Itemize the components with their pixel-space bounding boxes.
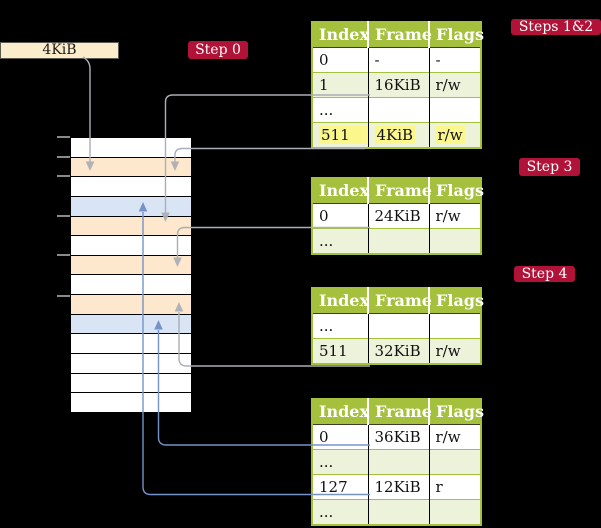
cell-frame: 12KiB: [368, 474, 430, 500]
memory-frame-free: [71, 392, 191, 412]
cell-frame: [368, 228, 430, 254]
cell-flags: [429, 314, 481, 339]
memory-frame-free: [71, 176, 191, 196]
cell-flags: [429, 97, 481, 123]
cell-flags: [429, 499, 481, 525]
table-row: ...: [312, 499, 481, 525]
memory-tick-mark: [57, 215, 70, 217]
physical-memory-column: [70, 137, 192, 413]
table-row: ...: [312, 313, 481, 339]
memory-tick-mark: [57, 295, 70, 297]
memory-frame-page-table: [71, 254, 191, 275]
cell-frame: [368, 449, 430, 475]
badge-step-0: Step 0: [188, 41, 248, 59]
memory-frame-page-table: [71, 294, 191, 314]
cell-flags: r/w: [435, 206, 461, 225]
cell-index: 511: [312, 122, 369, 148]
cell-frame: [368, 97, 430, 123]
cell-flags: -: [435, 50, 441, 69]
memory-tick-mark: [57, 254, 70, 256]
cell-frame: -: [368, 47, 430, 73]
table-row: ...: [312, 449, 481, 475]
arrow-pta-row511-to-frame-4kib-icon: [170, 147, 365, 171]
memory-frame-free: [71, 372, 191, 393]
cell-index: ...: [312, 449, 369, 475]
memory-frame-page-table: [71, 156, 191, 177]
column-header-flags: Flags: [429, 288, 484, 314]
cell-frame: 36KiB: [368, 424, 430, 450]
column-header-index: Index: [312, 288, 369, 314]
column-header-frame: Frame: [368, 178, 432, 204]
table-row: ...: [312, 228, 481, 254]
cell-flags: r/w: [429, 338, 481, 364]
memory-frame-data-page: [71, 313, 191, 334]
cell-flags: [429, 449, 481, 475]
cell-flags: [429, 228, 481, 254]
memory-tick-mark: [57, 136, 70, 138]
memory-frame-free: [71, 235, 191, 255]
cell-index: 511: [312, 338, 369, 364]
table-row: ...: [312, 97, 481, 123]
memory-frame-data-page: [71, 195, 191, 216]
cell-index: 1: [312, 72, 369, 98]
column-header-flags: Flags: [429, 178, 484, 204]
cell-frame: [368, 313, 430, 339]
cell-frame: 4KiB: [368, 122, 430, 148]
memory-tick-mark: [57, 175, 70, 177]
memory-frame-free: [71, 353, 191, 373]
column-header-frame: Frame: [368, 22, 432, 48]
memory-frame-free: [71, 333, 191, 353]
column-header-flags: Flags: [429, 399, 484, 425]
column-header-index: Index: [312, 399, 369, 425]
cell-frame: 16KiB: [368, 72, 430, 98]
cell-index: ...: [312, 313, 369, 339]
memory-frame-free: [71, 274, 191, 294]
cell-flags: r: [429, 474, 481, 500]
column-header-frame: Frame: [368, 399, 432, 425]
cell-flags: r/w: [429, 122, 481, 148]
cell-frame: 32KiB: [368, 338, 430, 364]
cell-frame: 24KiB: [368, 203, 430, 229]
cell-index: 0: [312, 424, 369, 450]
page-size-label: 4KiB: [0, 42, 119, 59]
column-header-flags: Flags: [429, 22, 484, 48]
badge-step-4: Step 4: [514, 266, 575, 282]
cell-index: 127: [312, 474, 369, 500]
column-header-frame: Frame: [368, 288, 432, 314]
column-header-index: Index: [312, 178, 369, 204]
cell-index: 0: [312, 203, 369, 229]
cell-index: ...: [312, 499, 369, 525]
cell-index: 0: [312, 47, 369, 73]
column-header-index: Index: [312, 22, 369, 48]
cell-flags: r/w: [429, 72, 481, 98]
cell-flags: r/w: [435, 427, 461, 446]
badge-steps-1-2: Steps 1&2: [511, 19, 601, 35]
table-row: 0--: [312, 47, 481, 73]
cell-frame: [368, 499, 430, 525]
memory-tick-mark: [57, 156, 70, 158]
badge-step-3: Step 3: [519, 158, 580, 176]
cell-index: ...: [312, 97, 369, 123]
cell-index: ...: [312, 228, 369, 254]
memory-frame-page-table: [71, 215, 191, 236]
memory-frame-free: [71, 138, 191, 157]
